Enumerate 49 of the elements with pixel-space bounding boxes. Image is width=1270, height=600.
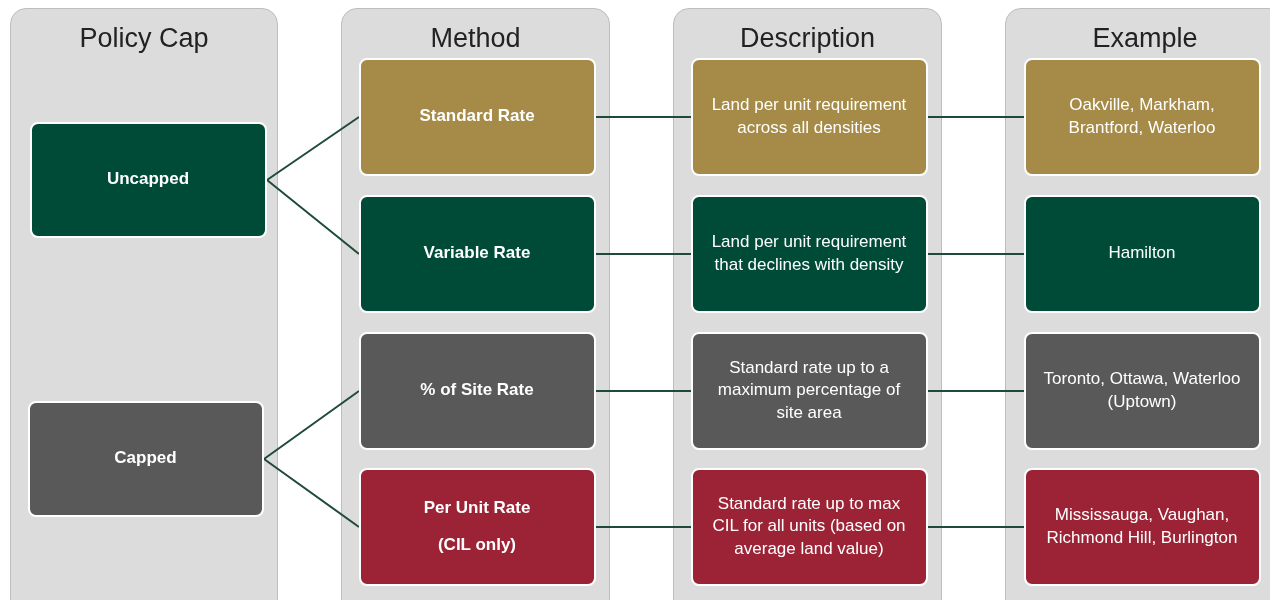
column-panel <box>341 8 610 600</box>
box-label: Toronto, Ottawa, Waterloo (Uptown) <box>1042 368 1242 413</box>
connector-line <box>595 526 692 528</box>
connector-line <box>595 390 692 392</box>
connector-line <box>263 458 360 528</box>
connector-line <box>595 116 692 118</box>
box-label: Mississauga, Vaughan, Richmond Hill, Burlington <box>1045 504 1239 549</box>
box-label: Land per unit requirement across all densities <box>710 94 908 139</box>
column-heading: Method <box>429 23 522 54</box>
category-box <box>358 194 596 313</box>
connector-line <box>266 179 360 255</box>
connector-line <box>266 116 360 181</box>
box-label: % of Site Rate <box>420 379 534 402</box>
category-box <box>358 57 596 176</box>
connector-line <box>263 390 360 460</box>
category-box <box>690 57 928 176</box>
column-panel <box>1005 8 1270 600</box>
category-box <box>690 467 928 586</box>
connector-line <box>927 390 1025 392</box>
category-box <box>29 121 267 238</box>
category-box <box>1023 467 1261 586</box>
category-box <box>1023 331 1261 450</box>
box-label: Variable Rate <box>423 242 531 265</box>
connector-line <box>595 253 692 255</box>
column-heading: Example <box>1091 23 1199 54</box>
box-label: Oakville, Markham, Brantford, Waterloo <box>1067 94 1217 139</box>
box-label: (CIL only) <box>437 533 517 556</box>
connector-line <box>927 253 1025 255</box>
column-heading: Policy Cap <box>78 23 210 54</box>
column-panel <box>673 8 942 600</box>
box-label: Standard rate up to a maximum percentage of site area <box>716 357 902 424</box>
box-label: Land per unit requirement that declines with density <box>710 231 908 276</box>
box-label: Hamilton <box>1108 242 1176 265</box>
box-label: Uncapped <box>106 168 190 191</box>
category-box <box>1023 194 1261 313</box>
column-heading: Description <box>738 23 877 54</box>
connector-line <box>927 116 1025 118</box>
connector-line <box>927 526 1025 528</box>
category-box <box>690 331 928 450</box>
category-box <box>358 331 596 450</box>
category-box <box>358 467 596 586</box>
box-label: Per Unit Rate <box>423 497 531 520</box>
box-label: Standard rate up to max CIL for all units (based on average land value) <box>711 493 907 560</box>
box-label: Capped <box>114 447 177 470</box>
category-box <box>27 400 264 517</box>
category-box <box>690 194 928 313</box>
column-panel <box>10 8 278 600</box>
category-box <box>1023 57 1261 176</box>
box-label: Standard Rate <box>419 105 535 128</box>
